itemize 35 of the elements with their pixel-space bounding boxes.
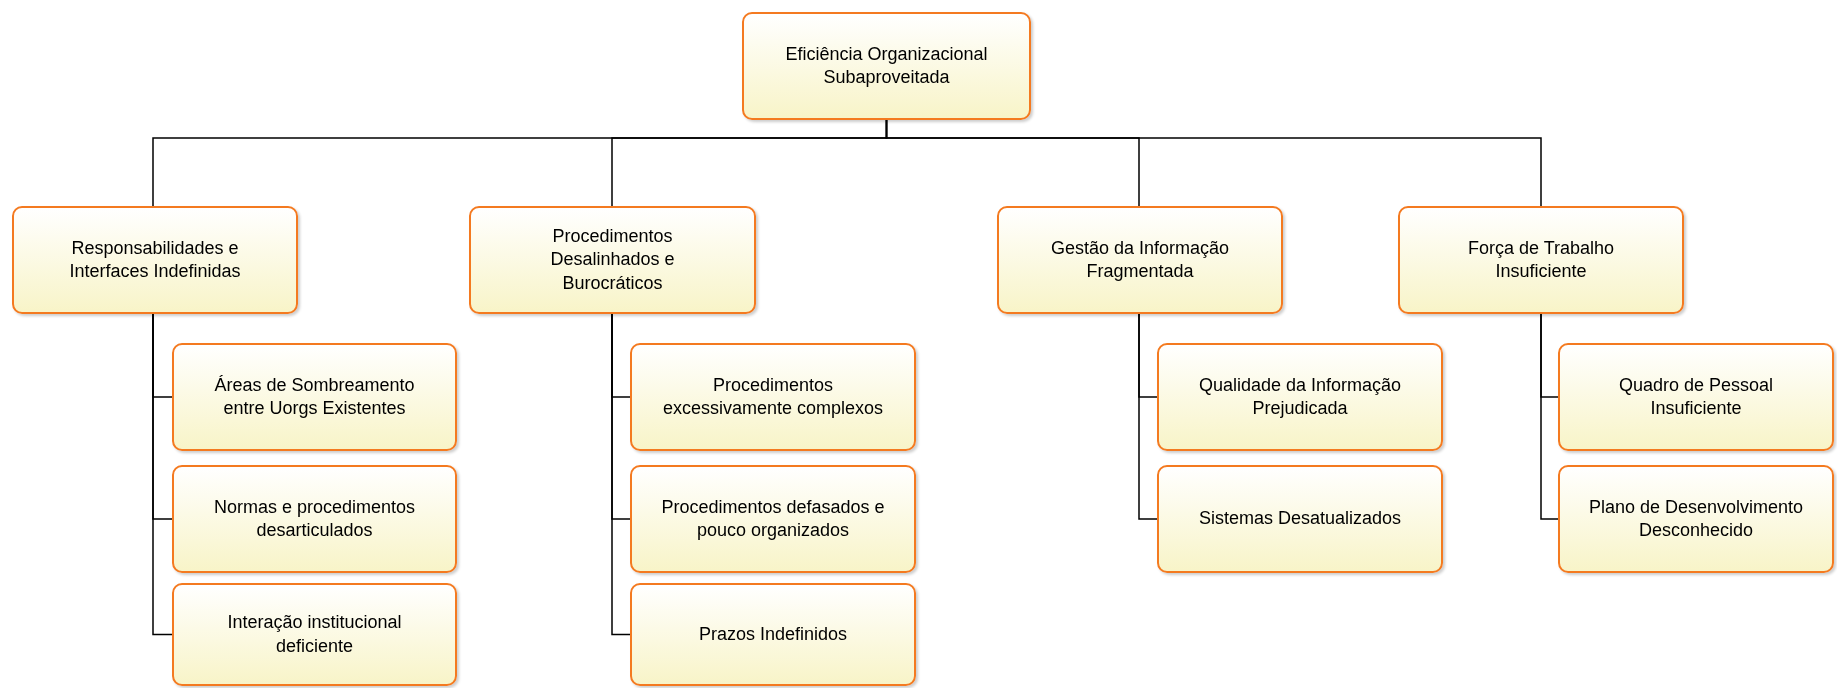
node-label: Áreas de Sombreamento entre Uorgs Existentes: [213, 373, 416, 420]
node-label: Eficiência Organizacional Subaproveitada: [784, 42, 989, 89]
process-box: [997, 206, 1283, 314]
process-box: [172, 343, 457, 451]
node-label: Força de Trabalho Insuficiente: [1466, 236, 1616, 283]
node-label: Quadro de Pessoal Insuficiente: [1617, 373, 1775, 420]
connector-line: [611, 313, 631, 636]
node-label: Prazos Indefinidos: [698, 622, 848, 646]
node-label: Procedimentos Desalinhados e Burocráticos: [549, 224, 676, 295]
node-label: Gestão da Informação Fragmentada: [1049, 236, 1231, 283]
process-box: [1157, 465, 1443, 573]
node-label: Responsabilidades e Interfaces Indefinidas: [68, 236, 242, 283]
process-box: [742, 12, 1031, 120]
process-box: [12, 206, 298, 314]
connector-line: [1540, 313, 1559, 520]
node-label: Normas e procedimentos desarticulados: [212, 495, 417, 542]
connector-line: [885, 119, 1542, 207]
process-box: [172, 465, 457, 573]
process-box: [1558, 465, 1834, 573]
process-box: [630, 343, 916, 451]
node-label: Qualidade da Informação Prejudicada: [1197, 373, 1403, 420]
process-box: [1157, 343, 1443, 451]
node-label: Procedimentos defasados e pouco organizados: [660, 495, 886, 542]
process-box: [1398, 206, 1684, 314]
process-box: [1558, 343, 1834, 451]
node-label: Plano de Desenvolvimento Desconhecido: [1588, 495, 1804, 542]
process-box: [172, 583, 457, 686]
process-box: [469, 206, 756, 314]
node-label: Interação institucional deficiente: [226, 611, 403, 658]
connector-line: [1138, 313, 1158, 520]
connector-line: [152, 313, 173, 636]
node-label: Procedimentos excessivamente complexos: [661, 373, 885, 420]
process-box: [630, 465, 916, 573]
process-box: [630, 583, 916, 686]
node-label: Sistemas Desatualizados: [1198, 507, 1402, 531]
